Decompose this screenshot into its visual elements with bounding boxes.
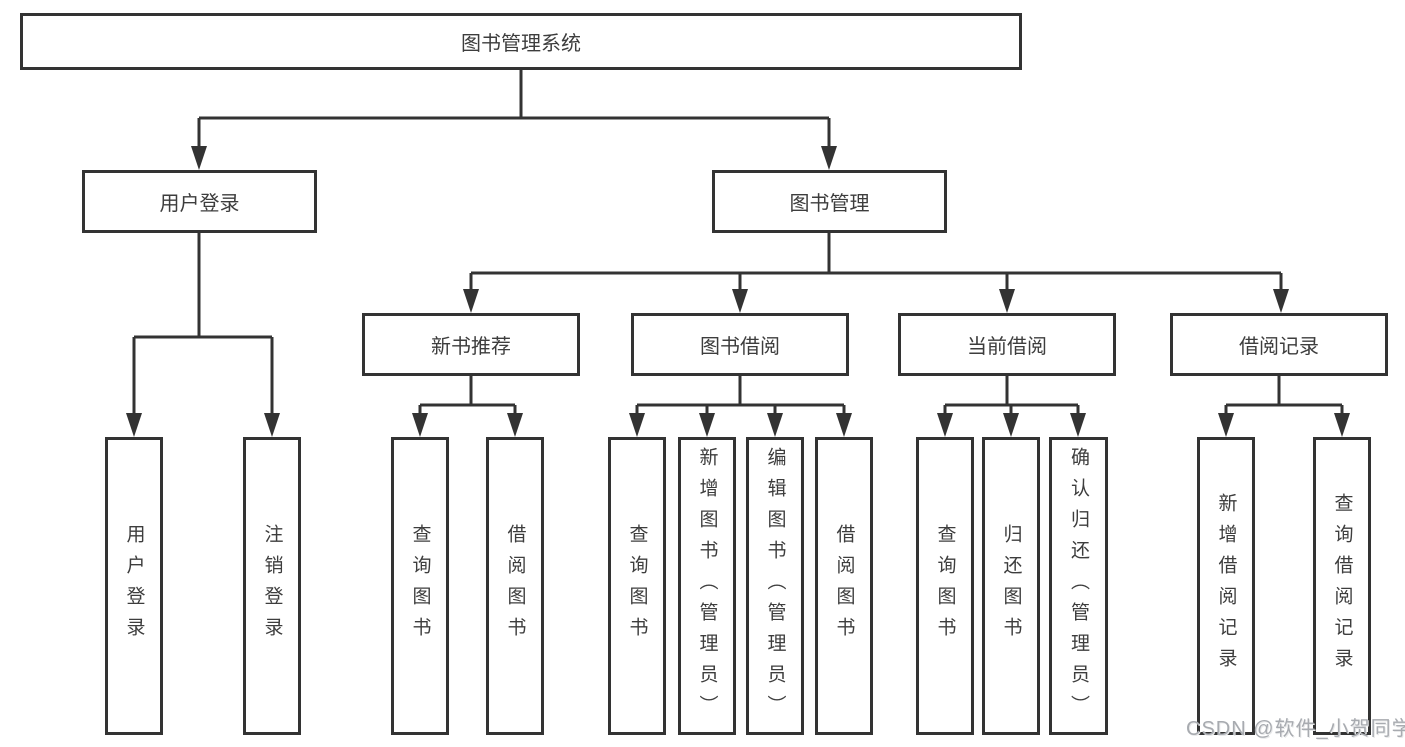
- leaf-borrow-books-recommend: 借阅图书: [486, 437, 544, 735]
- node-label: 借阅图书: [504, 524, 526, 648]
- node-label: 查询图书: [409, 524, 431, 648]
- node-root-system: 图书管理系统: [20, 13, 1022, 70]
- node-label: 新书推荐: [431, 336, 511, 358]
- node-new-book-recommend: 新书推荐: [362, 313, 580, 376]
- node-label: 图书管理系统: [461, 33, 581, 55]
- node-label: 借阅图书: [833, 524, 855, 648]
- node-label: 归还图书: [1000, 524, 1022, 648]
- node-label: 图书借阅: [700, 336, 780, 358]
- leaf-user-login: 用户登录: [105, 437, 163, 735]
- node-label: 注销登录: [261, 524, 283, 648]
- node-book-borrow: 图书借阅: [631, 313, 849, 376]
- node-label: 编辑图书（管理员）: [764, 446, 786, 726]
- node-label: 新增图书（管理员）: [696, 446, 718, 726]
- node-current-borrow: 当前借阅: [898, 313, 1116, 376]
- node-label: 确认归还（管理员）: [1068, 446, 1089, 726]
- node-book-management: 图书管理: [712, 170, 947, 233]
- node-label: 查询借阅记录: [1331, 493, 1353, 679]
- node-label: 新增借阅记录: [1215, 493, 1237, 679]
- leaf-confirm-return-admin: 确认归还（管理员）: [1049, 437, 1108, 735]
- leaf-logout: 注销登录: [243, 437, 301, 735]
- leaf-borrow-books: 借阅图书: [815, 437, 873, 735]
- leaf-return-book: 归还图书: [982, 437, 1040, 735]
- csdn-watermark: CSDN @软件_小贺同学: [1186, 718, 1405, 740]
- leaf-add-book-admin: 新增图书（管理员）: [678, 437, 736, 735]
- leaf-add-borrow-record: 新增借阅记录: [1197, 437, 1255, 735]
- node-label: 用户登录: [123, 524, 145, 648]
- node-label: 图书管理: [789, 193, 870, 215]
- leaf-query-books-borrow: 查询图书: [608, 437, 666, 735]
- node-label: 查询图书: [934, 524, 956, 648]
- node-label: 用户登录: [159, 193, 240, 215]
- leaf-edit-book-admin: 编辑图书（管理员）: [746, 437, 804, 735]
- node-label: 当前借阅: [967, 336, 1047, 358]
- leaf-query-books-recommend: 查询图书: [391, 437, 449, 735]
- node-user-login: 用户登录: [82, 170, 317, 233]
- node-label: 查询图书: [626, 524, 648, 648]
- leaf-query-books-current: 查询图书: [916, 437, 974, 735]
- leaf-query-borrow-record: 查询借阅记录: [1313, 437, 1371, 735]
- node-label: 借阅记录: [1239, 336, 1319, 358]
- node-borrow-records: 借阅记录: [1170, 313, 1388, 376]
